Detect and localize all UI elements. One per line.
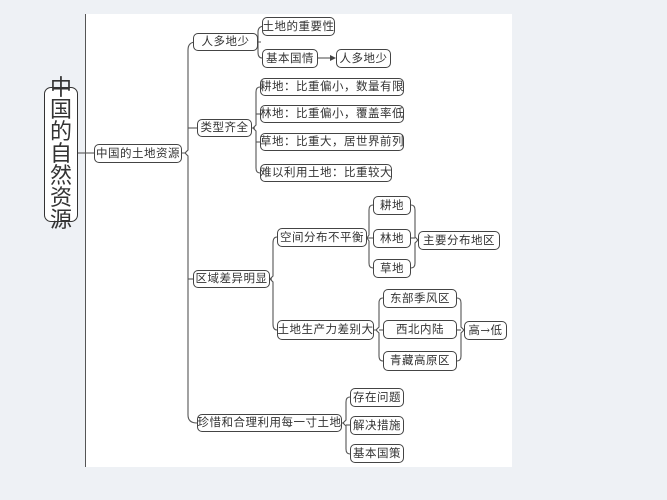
leaf-node: 草地：比重大，居世界前列 [260,133,404,151]
leaf-node: 耕地 [373,196,411,215]
merge-node: 主要分布地区 [418,231,500,250]
leaf-node: 草地 [373,259,411,278]
sub-branch-node: 空间分布不平衡 [277,228,367,247]
leaf-node: 基本国策 [350,444,404,463]
leaf-node: 存在问题 [350,388,404,407]
title-char: 中 [49,75,72,101]
leaf-node: 西北内陆 [383,320,457,339]
branch-node-people-land: 人多地少 [193,33,258,51]
leaf-node: 基本国情 [262,49,318,68]
title-char: 源 [49,207,72,233]
leaf-node: 解决措施 [350,416,404,435]
leaf-node: 难以利用土地：比重较大 [260,164,392,182]
leaf-node: 耕地：比重偏小，数量有限 [260,78,404,96]
title-char: 自 [49,141,72,167]
title-char: 国 [49,97,72,123]
leaf-node: 林地 [373,229,411,248]
branch-node-cherish: 珍惜和合理利用每一寸土地 [197,414,342,432]
title-char: 然 [49,163,72,189]
title-char: 的 [49,119,72,145]
arrow-target-node: 人多地少 [336,49,391,68]
branch-node-types: 类型齐全 [197,119,252,137]
branch-node-regional: 区域差异明显 [193,270,270,288]
root-node: 中国的土地资源 [94,144,182,163]
panel-left-border [85,14,86,467]
title-node: 中 国 的 自 然 资 源 [44,77,78,231]
leaf-node: 林地：比重偏小，覆盖率低 [260,105,404,123]
title-char: 资 [49,185,72,211]
sub-branch-node: 土地生产力差别大 [277,320,374,340]
merge-node: 高→低 [464,321,507,340]
leaf-node: 东部季风区 [383,289,457,308]
leaf-node: 青藏高原区 [383,351,457,371]
leaf-node: 土地的重要性 [262,17,335,36]
